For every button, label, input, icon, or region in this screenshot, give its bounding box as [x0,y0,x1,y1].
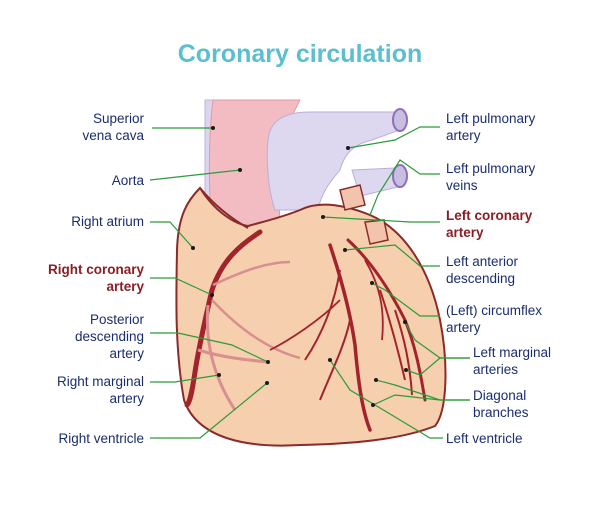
rca-branch [211,299,301,360]
leader-circumflex [371,282,440,317]
label-right-marginal-artery: Right marginal artery [57,373,144,407]
label-line: artery [109,346,144,361]
label-line: branches [473,405,529,420]
right-coronary-artery [184,229,263,408]
leader-left-coronary-artery [322,216,440,223]
label-left-circumflex-artery: (Left) circumflex artery [446,302,542,336]
label-line: Posterior [89,312,144,327]
label-line: artery [106,279,144,294]
label-line: Left ventricle [446,431,523,446]
label-line: Right ventricle [58,431,144,446]
label-line: Right atrium [71,214,144,229]
label-line: Left pulmonary [446,161,536,176]
label-line: arteries [473,362,519,377]
label-left-coronary-artery: Left coronary artery [446,207,532,241]
circumflex-branch [364,259,384,341]
leader-right-atrium [150,221,194,249]
leader-left-pulmonary-veins [369,159,440,216]
label-line: veins [446,178,478,193]
left-anterior-descending-artery [328,243,372,432]
right-atrium-edge [199,187,249,229]
label-left-pulmonary-artery: Left pulmonary artery [446,110,535,144]
leader-lines [149,126,470,439]
label-aorta: Aorta [112,172,144,189]
label-diagonal-branches: Diagonal branches [473,387,529,421]
leader-right-coronary-artery [150,277,213,296]
label-right-coronary-artery: Right coronary artery [48,261,144,295]
label-left-anterior-descending: Left anterior descending [446,253,518,287]
label-left-ventricle: Left ventricle [446,430,523,447]
label-line: descending [446,271,516,286]
label-line: artery [446,128,481,143]
label-line: vena cava [82,128,144,143]
pulmonary-artery-opening [392,108,408,132]
label-line: artery [446,320,481,335]
lad-branch [269,299,341,351]
label-line: artery [446,225,484,240]
leader-left-marginal-2 [405,357,470,376]
rca-branch-2 [212,260,291,287]
leader-left-ventricle [329,359,443,439]
pulmonary-artery-shape [266,111,406,211]
leader-aorta [149,169,241,181]
label-line: Aorta [111,173,144,188]
leader-right-ventricle [150,382,268,439]
posterior-descending-artery [197,348,269,364]
leader-diagonal-2 [372,394,470,406]
page-title: Coronary circulation [177,40,423,68]
label-line: Left marginal [473,345,552,360]
heart-body [175,186,447,447]
left-atrium-appendage [339,184,366,211]
label-posterior-descending-artery: Posterior descending artery [75,311,144,362]
pulmonary-vein-opening [392,164,408,188]
right-marginal-artery [205,304,237,411]
label-line: Right marginal [56,374,144,389]
leader-left-anterior-descending [344,244,440,267]
label-line: Right coronary [47,262,144,277]
label-line: Left anterior [446,254,519,269]
label-line: Superior [92,111,144,126]
leader-left-pulmonary-artery [347,126,440,149]
diagonal-branch [304,269,341,361]
diagonal-branch-2 [319,319,351,401]
label-line: descending [74,329,144,344]
left-auricle [364,219,389,245]
label-line: Left coronary [446,208,533,223]
left-marginal-artery-2 [394,309,413,396]
label-line: Diagonal [473,388,527,403]
label-line: artery [109,391,144,406]
label-right-ventricle: Right ventricle [58,430,144,447]
label-left-pulmonary-veins: Left pulmonary veins [446,160,535,194]
label-left-marginal-arteries: Left marginal arteries [473,344,551,378]
label-superior-vena-cava: Superior vena cava [82,110,144,144]
leader-posterior-descending [150,332,269,363]
leader-right-marginal [150,374,220,383]
leader-dots [191,126,408,407]
left-marginal-artery [379,289,406,381]
label-line: (Left) circumflex [446,303,543,318]
label-line: Left pulmonary [446,111,536,126]
label-right-atrium: Right atrium [71,213,144,230]
